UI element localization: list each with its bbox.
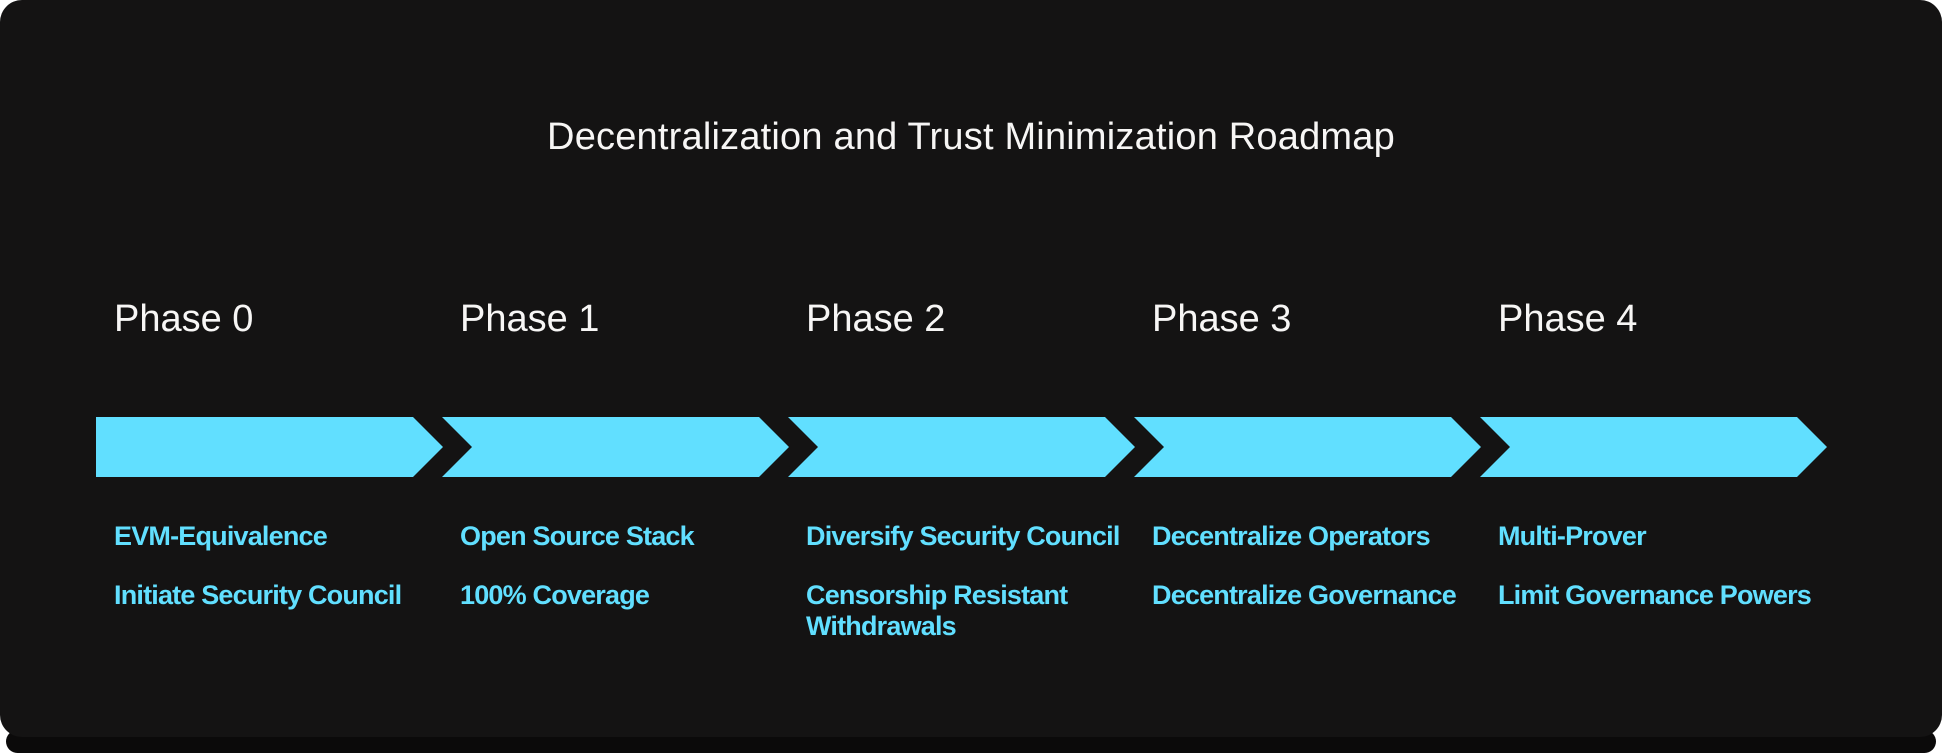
phase-column-2: Phase 2 Diversify Security Council Censo… [788,0,1135,753]
bullet-item: Censorship Resistant Withdrawals [806,580,1068,641]
phase-column-3: Phase 3 Decentralize Operators Decentral… [1134,0,1481,753]
phase-arrow [442,417,789,477]
phase-bullets: Multi-Prover Limit Governance Powers [1498,521,1826,639]
bullet-item: Decentralize Governance [1152,580,1457,610]
bullet-item: Initiate Security Council [114,580,402,610]
bullet-item: Limit Governance Powers [1498,580,1812,610]
phase-column-1: Phase 1 Open Source Stack 100% Coverage [442,0,789,753]
roadmap-card: Decentralization and Trust Minimization … [0,0,1942,737]
bullet-item: Decentralize Operators [1152,521,1431,551]
phase-label: Phase 0 [114,298,254,340]
bullet-item: EVM-Equivalence [114,521,328,551]
roadmap-title: Decentralization and Trust Minimization … [547,116,1395,158]
phase-label: Phase 1 [460,298,600,340]
phase-label: Phase 4 [1498,298,1638,340]
phase-arrow [1480,417,1827,477]
phase-bullets: EVM-Equivalence Initiate Security Counci… [114,521,442,639]
phase-label: Phase 3 [1152,298,1292,340]
phase-bullets: Decentralize Operators Decentralize Gove… [1152,521,1480,639]
phase-column-4: Phase 4 Multi-Prover Limit Governance Po… [1480,0,1827,753]
phase-bullets: Diversify Security Council Censorship Re… [806,521,1134,670]
bullet-item: 100% Coverage [460,580,650,610]
phase-label: Phase 2 [806,298,946,340]
bullet-item: Diversify Security Council [806,521,1120,551]
phase-arrow [788,417,1135,477]
phase-column-0: Phase 0 EVM-Equivalence Initiate Securit… [96,0,443,753]
bullet-item: Open Source Stack [460,521,695,551]
phase-arrow [1134,417,1481,477]
phase-arrow [96,417,443,477]
bullet-item: Multi-Prover [1498,521,1647,551]
phase-bullets: Open Source Stack 100% Coverage [460,521,788,639]
